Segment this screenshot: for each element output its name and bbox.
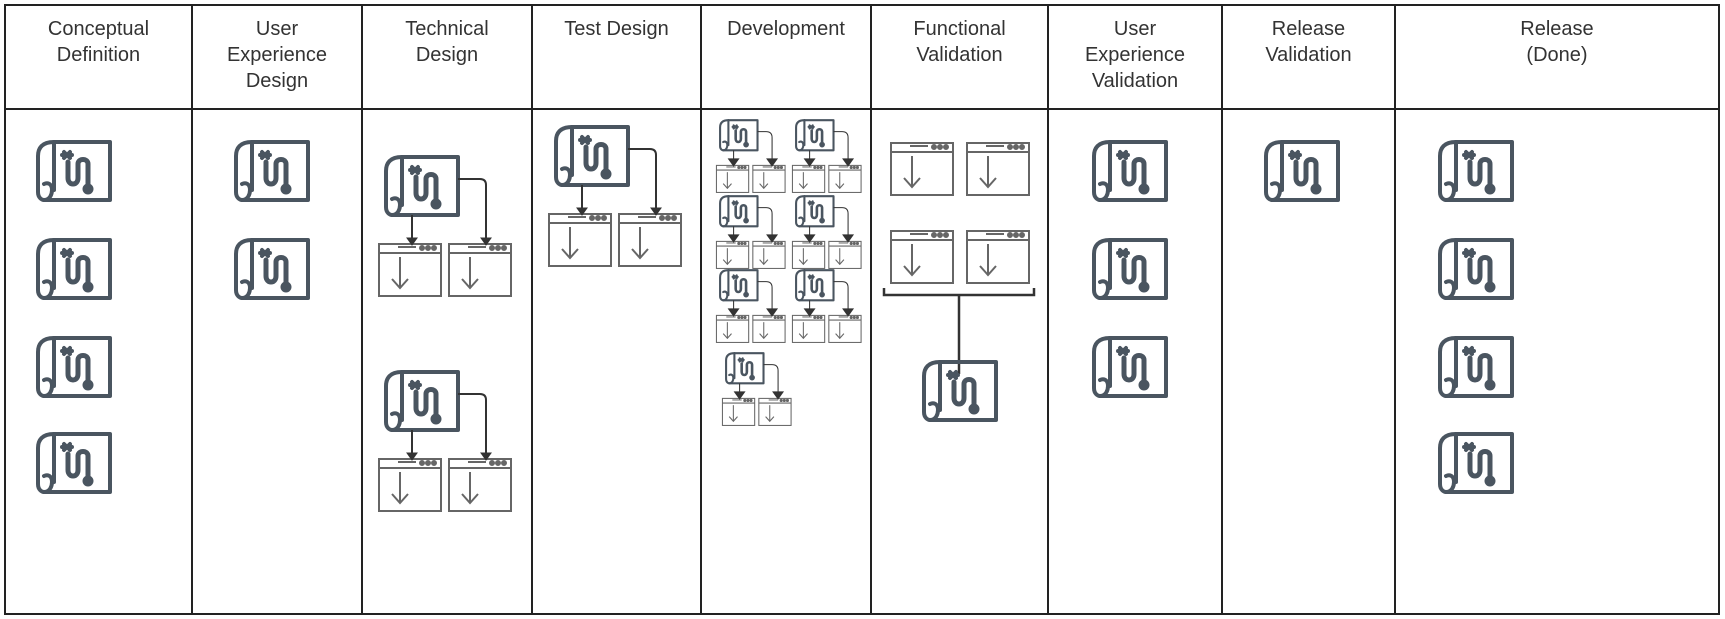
- link-arrow: [406, 430, 418, 461]
- test-case-window-icon: [791, 314, 826, 343]
- column-divider: [870, 6, 872, 613]
- column-header-development: Development: [727, 18, 845, 40]
- test-case-window-icon: [548, 213, 612, 267]
- column-divider: [700, 6, 702, 613]
- feature-scroll-icon: [36, 432, 112, 494]
- link-arrow: [628, 148, 662, 216]
- test-case-window-icon: [752, 314, 786, 343]
- feature-scroll-icon: [36, 336, 112, 398]
- link-arrow: [727, 150, 740, 167]
- link-arrow: [757, 281, 779, 317]
- test-case-window-icon: [448, 458, 512, 512]
- test-case-window-icon: [890, 230, 954, 284]
- column-header-technical-design: Technical Design: [405, 18, 489, 66]
- column-header-release-validation: Release Validation: [1265, 18, 1352, 66]
- feature-scroll-icon: [719, 119, 759, 152]
- feature-scroll-icon: [922, 360, 998, 422]
- link-arrow: [458, 178, 492, 246]
- column-header-user-experience-design: User Experience Design: [226, 18, 328, 92]
- link-arrow: [803, 226, 816, 243]
- feature-scroll-icon: [1438, 432, 1514, 494]
- test-case-window-icon: [966, 230, 1030, 284]
- test-case-window-icon: [758, 397, 792, 426]
- column-header-user-experience-validation: User Experience Validation: [1084, 18, 1186, 92]
- feature-scroll-icon: [795, 119, 835, 152]
- test-case-window-icon: [791, 240, 826, 269]
- test-case-window-icon: [721, 397, 756, 426]
- link-arrow: [763, 364, 785, 400]
- link-arrow: [833, 281, 855, 317]
- test-case-window-icon: [378, 458, 442, 512]
- column-divider: [191, 6, 193, 613]
- feature-scroll-icon: [36, 140, 112, 202]
- link-arrow: [833, 131, 855, 167]
- test-case-window-icon: [715, 164, 750, 193]
- test-case-window-icon: [966, 142, 1030, 196]
- kanban-board: Conceptual Definition User Experience De…: [4, 4, 1720, 615]
- feature-scroll-icon: [795, 269, 835, 302]
- header-divider: [6, 108, 1718, 110]
- feature-scroll-icon: [719, 269, 759, 302]
- feature-scroll-icon: [234, 140, 310, 202]
- link-arrow: [727, 226, 740, 243]
- feature-scroll-icon: [725, 352, 765, 385]
- test-case-window-icon: [618, 213, 682, 267]
- link-arrow: [733, 383, 746, 400]
- column-divider: [1394, 6, 1396, 613]
- link-arrow: [576, 185, 588, 216]
- column-divider: [531, 6, 533, 613]
- feature-scroll-icon: [234, 238, 310, 300]
- test-case-window-icon: [752, 164, 786, 193]
- column-header-conceptual-definition: Conceptual Definition: [47, 18, 150, 66]
- feature-scroll-icon: [1438, 140, 1514, 202]
- column-header-functional-validation: Functional Validation: [913, 18, 1006, 66]
- test-case-window-icon: [715, 240, 750, 269]
- link-arrow: [406, 215, 418, 246]
- feature-scroll-icon: [554, 125, 630, 187]
- link-arrow: [458, 393, 492, 461]
- link-arrow: [833, 207, 855, 243]
- column-divider: [1221, 6, 1223, 613]
- link-arrow: [803, 300, 816, 317]
- link-arrow: [803, 150, 816, 167]
- feature-scroll-icon: [1092, 336, 1168, 398]
- test-case-window-icon: [828, 164, 862, 193]
- feature-scroll-icon: [719, 195, 759, 228]
- board-frame: [4, 4, 1720, 615]
- column-header-release-done: Release (Done): [1520, 18, 1594, 66]
- feature-scroll-icon: [384, 370, 460, 432]
- feature-scroll-icon: [1438, 336, 1514, 398]
- test-case-window-icon: [378, 243, 442, 297]
- link-arrow: [757, 131, 779, 167]
- feature-scroll-icon: [1264, 140, 1340, 202]
- feature-scroll-icon: [36, 238, 112, 300]
- test-case-window-icon: [448, 243, 512, 297]
- column-divider: [1047, 6, 1049, 613]
- test-case-window-icon: [715, 314, 750, 343]
- feature-scroll-icon: [1092, 140, 1168, 202]
- feature-scroll-icon: [1438, 238, 1514, 300]
- column-header-test-design: Test Design: [564, 18, 669, 40]
- test-case-window-icon: [828, 240, 862, 269]
- feature-scroll-icon: [1092, 238, 1168, 300]
- test-case-window-icon: [828, 314, 862, 343]
- feature-scroll-icon: [384, 155, 460, 217]
- link-arrow: [727, 300, 740, 317]
- test-case-window-icon: [791, 164, 826, 193]
- test-case-window-icon: [752, 240, 786, 269]
- column-divider: [361, 6, 363, 613]
- link-arrow: [757, 207, 779, 243]
- feature-scroll-icon: [795, 195, 835, 228]
- test-case-window-icon: [890, 142, 954, 196]
- board-icons: [36, 119, 1514, 512]
